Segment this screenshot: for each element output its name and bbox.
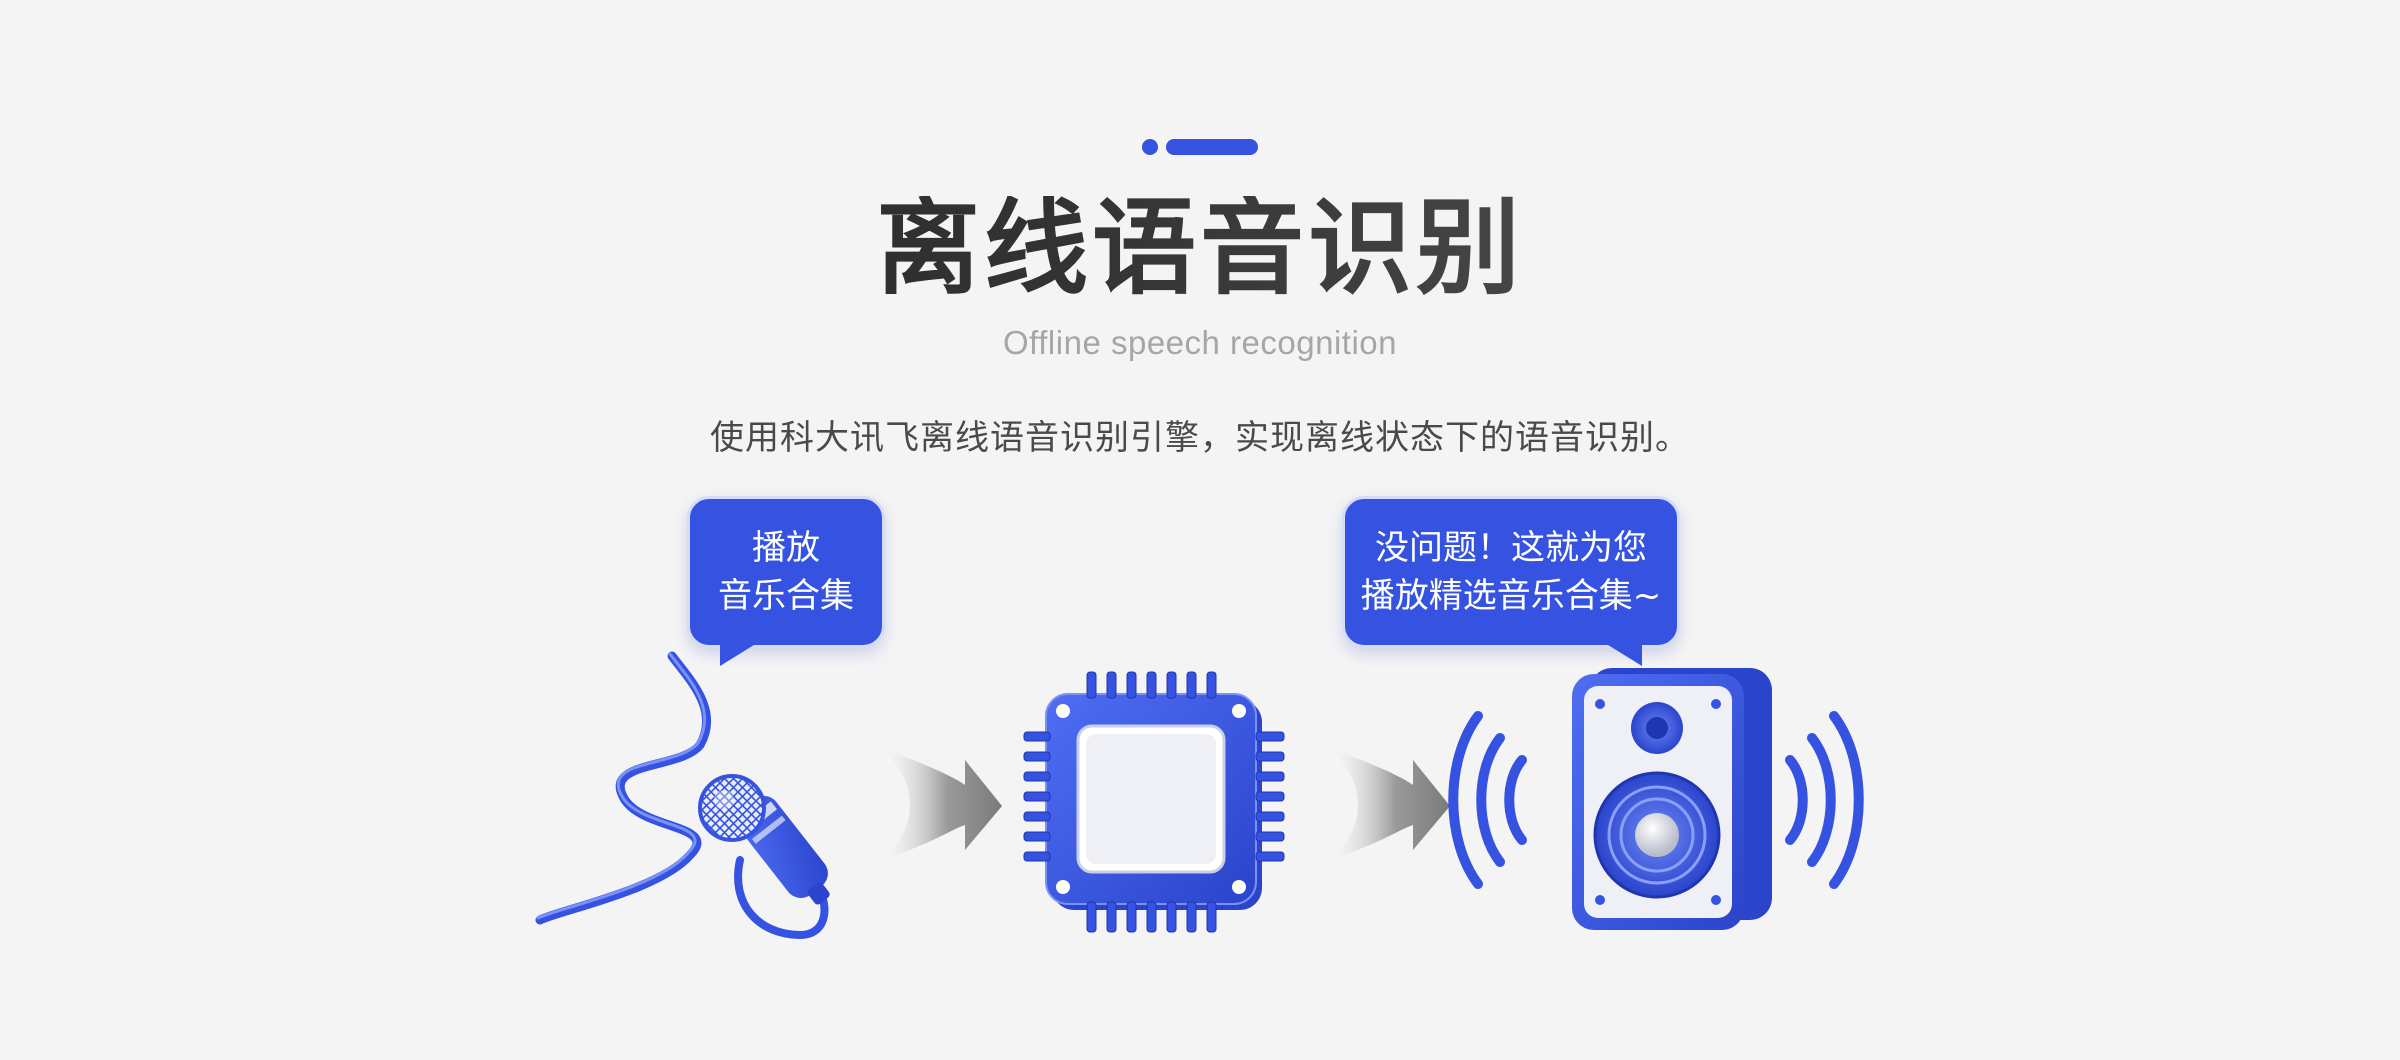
arrow-right-icon [880,748,1002,860]
user-command-bubble: 播放 音乐合集 [687,496,885,648]
speaker-icon [1448,668,1864,930]
device-reply-line-1: 没问题！这就为您 [1375,528,1647,568]
page-description: 使用科大讯飞离线语音识别引擎，实现离线状态下的语音识别。 [710,418,1690,458]
accent-dot [1142,139,1158,155]
microphone-icon [535,651,830,940]
arrow-right-icon [1328,748,1450,860]
device-reply-line-2: 播放精选音乐合集~ [1360,576,1662,616]
page-title: 离线语音识别 [0,196,2400,300]
user-command-line-2: 音乐合集 [718,576,854,616]
chip-icon [1023,671,1285,933]
device-bubble-tail [1600,640,1642,666]
accent-bar [1166,139,1258,155]
user-bubble-tail [720,640,762,666]
device-reply-bubble: 没问题！这就为您 播放精选音乐合集~ [1342,496,1680,648]
user-command-line-1: 播放 [752,528,820,568]
page-subtitle: Offline speech recognition [1003,324,1397,361]
